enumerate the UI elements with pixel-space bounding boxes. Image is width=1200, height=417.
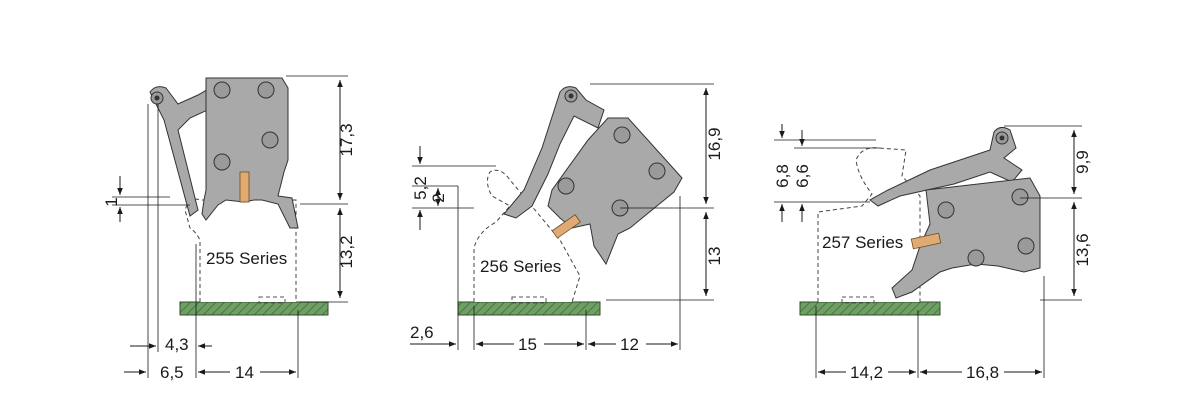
- housing-255: [201, 77, 299, 229]
- dim-13-6-257: 13,6: [1073, 233, 1092, 266]
- housing-257: [891, 177, 1041, 299]
- dim-5-2-256: 5,2: [411, 176, 430, 200]
- dim-13-2-255: 13,2: [337, 235, 356, 268]
- dim-1-255: 1: [102, 197, 121, 206]
- dim-12-256: 12: [620, 335, 639, 354]
- pcb-255: [179, 301, 329, 316]
- dim-15-256: 15: [518, 335, 537, 354]
- screw-icon: [557, 177, 575, 195]
- dim-6-6-257: 6,6: [793, 164, 812, 188]
- ghost-housing-256: [473, 169, 581, 303]
- dim-2-256: 2: [429, 193, 448, 202]
- screw-icon: [648, 162, 666, 180]
- dim-6-5-255: 6,5: [160, 363, 184, 382]
- series-256-figure: 16,9 13 5,2 2 2,6 15 12 256 Series: [410, 83, 724, 354]
- housing-256: [547, 117, 683, 266]
- pcb-257: [799, 301, 941, 316]
- screw-icon: [257, 81, 275, 99]
- dim-13-256: 13: [705, 247, 724, 266]
- ghost-housing-255: [184, 198, 297, 302]
- ghost-foot-256: [511, 296, 547, 304]
- dim-4-3-255: 4,3: [165, 335, 189, 354]
- dim-14-255: 14: [235, 363, 254, 382]
- screw-icon: [1017, 237, 1035, 255]
- pcb-256: [457, 301, 601, 316]
- screw-icon: [937, 201, 955, 219]
- ghost-foot-255: [258, 296, 286, 304]
- series-257-figure: 9,9 13,6 6,8 6,6 14,2 16,8 257 Series: [773, 124, 1092, 382]
- dim-2-6-256: 2,6: [410, 323, 434, 342]
- contact-pin-255: [239, 171, 250, 203]
- screw-icon: [1011, 188, 1029, 206]
- contact-pin-257: [910, 232, 942, 250]
- series-label-257: 257 Series: [822, 233, 903, 252]
- dim-17-3-255: 17,3: [337, 123, 356, 156]
- latch-arm-257: [869, 126, 1023, 207]
- latch-arm-256: [503, 86, 605, 219]
- screw-icon: [261, 131, 279, 149]
- series-255-figure: 17,3 13,2 1 4,3 6,5 14 255 Series: [102, 75, 356, 382]
- dim-16-9-256: 16,9: [705, 127, 724, 160]
- ghost-housing-257: [817, 147, 921, 302]
- dim-6-8-257: 6,8: [773, 164, 792, 188]
- screw-icon: [967, 249, 985, 267]
- screw-icon: [213, 81, 231, 99]
- contact-pin-256: [551, 214, 581, 239]
- dim-16-8-257: 16,8: [966, 363, 999, 382]
- screw-icon: [213, 153, 231, 171]
- screw-icon: [613, 126, 631, 144]
- dim-14-2-257: 14,2: [850, 363, 883, 382]
- latch-arm-255: [149, 86, 213, 217]
- series-label-255: 255 Series: [206, 249, 287, 268]
- ghost-foot-257: [841, 296, 875, 304]
- dim-9-9-257: 9,9: [1073, 150, 1092, 174]
- series-label-256: 256 Series: [480, 257, 561, 276]
